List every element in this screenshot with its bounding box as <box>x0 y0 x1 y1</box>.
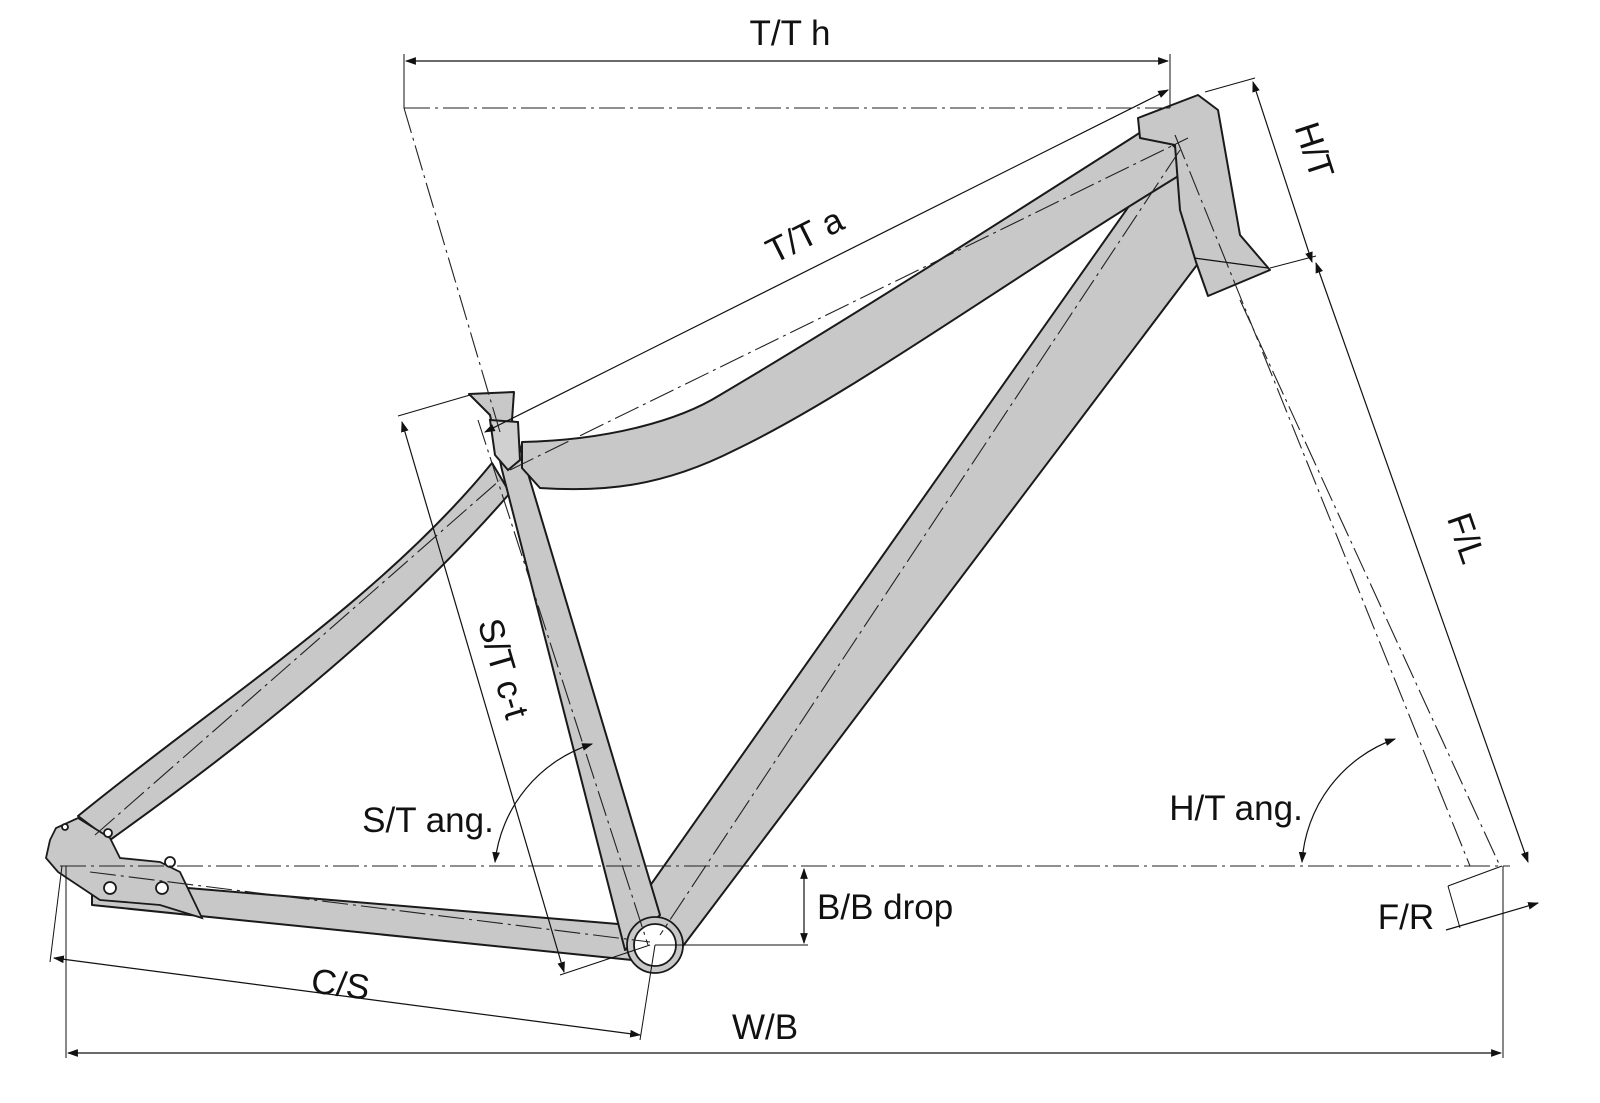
chainstay-label: C/S <box>309 961 372 1007</box>
seat-tube-ct-label: S/T c-t <box>470 614 537 724</box>
dropout-bolt <box>103 828 113 838</box>
seat-tube-angle-label: S/T ang. <box>362 801 494 840</box>
wheelbase-label: W/B <box>732 1008 798 1047</box>
head-tube-label: H/T <box>1287 118 1342 184</box>
fork-length-dim <box>1315 261 1529 864</box>
head-tube-angle-label: H/T ang. <box>1169 789 1303 828</box>
top-tube-actual-dim <box>484 89 1169 433</box>
dropout-bolt <box>61 823 69 831</box>
bb-drop-label: B/B drop <box>817 888 953 927</box>
top-tube-horizontal-label: T/T h <box>749 14 830 53</box>
fork-rake-label: F/R <box>1378 898 1434 937</box>
head-tube-angle-arc <box>1298 738 1397 864</box>
dropout-bolt <box>103 881 117 895</box>
chainstay-dim <box>52 955 642 1038</box>
top-tube-actual-label: T/T a <box>760 200 850 271</box>
dropout-bolt <box>164 856 176 868</box>
seat-stay <box>77 462 511 841</box>
dropout-bolt <box>155 881 169 895</box>
head-tube-collar <box>1193 257 1269 269</box>
dimension-lines <box>49 54 1540 1058</box>
fork-length-label: F/L <box>1439 508 1492 569</box>
head-tube-dim <box>1252 80 1313 264</box>
frame <box>45 94 1271 974</box>
fork-rake-dim <box>1445 902 1540 931</box>
seat-tube-angle-arc <box>492 743 594 864</box>
seat-tube-ct-dim <box>401 420 565 974</box>
